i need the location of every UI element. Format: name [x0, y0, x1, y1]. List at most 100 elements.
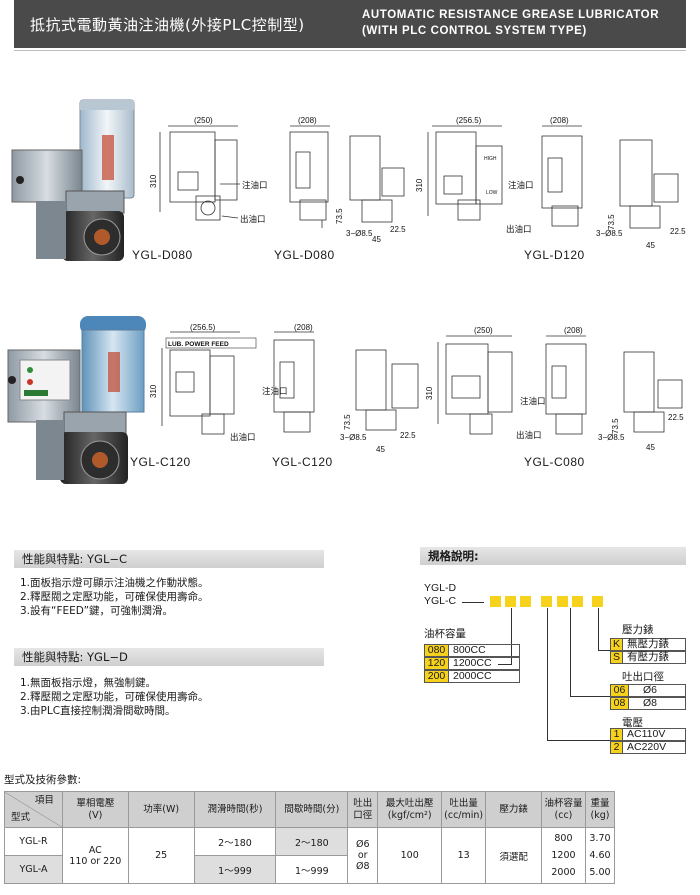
dim-22-5-c080: 22.5: [668, 413, 684, 422]
dim-73-5-c120: 73.5: [343, 414, 352, 430]
model-label-top-1: YGL-D080: [132, 248, 193, 262]
header-divider: [14, 50, 686, 51]
code-box-cup-3: [520, 596, 531, 607]
dim-outlet-hole-c080: 3−Ø8.5: [598, 433, 625, 442]
table-header-row: 項目型式 單相電壓(V) 功率(W) 潤滑時間(秒) 間歇時間(分) 吐出口徑 …: [4, 791, 616, 828]
spec-code-c: YGL-C: [424, 595, 457, 607]
dim-width-208-c080: (208): [564, 326, 583, 335]
dim-height-310-c120: 310: [150, 384, 158, 398]
model-label-top-3: YGL-D120: [524, 248, 585, 262]
spec-code-d: YGL-D: [424, 582, 457, 594]
spec-title: 規格說明:: [428, 549, 479, 563]
features-d-title: 性能與特點: YGL−D: [14, 648, 324, 666]
dim-45-c120: 45: [376, 445, 385, 454]
wire-voltage: [547, 608, 548, 740]
wire-outlet: [570, 608, 571, 696]
dim-45: 45: [372, 235, 381, 244]
model-label-bottom-3: YGL-C080: [524, 455, 585, 469]
header-discharge: 吐出量(cc/min): [441, 791, 487, 828]
features-d-item: 1.無面板指示燈，無強制鍵。: [20, 677, 157, 689]
header-lube-time: 潤滑時間(秒): [193, 791, 277, 828]
cell-interval-a: 1～999: [275, 855, 349, 884]
dim-width-256-5: (256.5): [456, 116, 482, 125]
title-chinese: 抵抗式電動黃油注油機(外接PLC控制型): [30, 16, 305, 34]
label-outlet: 出油口: [240, 214, 266, 224]
header-power: 功率(W): [127, 791, 195, 828]
model-label-top-2: YGL-D080: [274, 248, 335, 262]
cell-lube-r: 2～180: [193, 827, 277, 856]
header-item-model: 項目型式: [4, 791, 63, 828]
dim-width-208: (208): [298, 116, 317, 125]
product-photo-ygl-d: [11, 99, 135, 261]
dim-height-310-d120: 310: [415, 178, 424, 192]
header-interval: 間歇時間(分): [275, 791, 349, 828]
cell-max-pressure: 100: [377, 827, 443, 884]
dim-height-310-c080: 310: [425, 386, 434, 400]
features-d-item: 2.釋壓閥之定壓功能，可確保使用壽命。: [20, 691, 209, 703]
cell-lube-a: 1～999: [193, 855, 277, 884]
cup-legend-title: 油杯容量: [424, 628, 466, 640]
label-outlet-c080: 出油口: [516, 430, 542, 440]
dim-width-208-d120: (208): [550, 116, 569, 125]
features-c-list: 1.面板指示燈可顯示注油機之作動狀態。 2.釋壓閥之定壓功能，可確保使用壽命。 …: [20, 576, 209, 618]
header-gauge: 壓力錶: [485, 791, 542, 828]
dim-width-250: (250): [194, 116, 213, 125]
code-box-outlet-1: [557, 596, 568, 607]
header-outlet: 吐出口徑: [347, 791, 379, 828]
dim-73-5: 73.5: [335, 208, 344, 224]
spec-title-bar: [420, 547, 686, 565]
header-max-pressure: 最大吐出壓(kgf/cm²): [377, 791, 443, 828]
wire-outlet-h: [570, 696, 610, 697]
features-c-item: 2.釋壓閥之定壓功能，可確保使用壽命。: [20, 591, 209, 603]
wire-gauge-h: [598, 650, 610, 651]
table-title: 型式及技術參數:: [4, 774, 82, 786]
page-header: 抵抗式電動黃油注油機(外接PLC控制型) AUTOMATIC RESISTANC…: [14, 0, 686, 48]
technical-drawings-top: (250) 310 注油口 出油口 (208) 73.5 3−Ø8.5 22.5…: [150, 116, 686, 250]
header-weight: 重量(kg): [584, 791, 616, 828]
dim-22-5-c120: 22.5: [400, 431, 416, 440]
gauge-low: LOW: [486, 190, 498, 196]
cell-discharge: 13: [441, 827, 487, 884]
wire-gauge: [598, 608, 599, 650]
code-box-cup-2: [505, 596, 516, 607]
dim-22-5: 22.5: [390, 225, 406, 234]
gauge-high: HIGH: [484, 156, 497, 162]
label-inlet-c120: 注油口: [262, 386, 288, 396]
wire-voltage-h: [547, 740, 610, 741]
product-photo-ygl-c: [7, 316, 146, 484]
dim-width-250-c080: (250): [474, 326, 493, 335]
dim-height-310: 310: [150, 174, 158, 188]
table-row: YGL-A 1～999 1～999: [4, 855, 615, 884]
code-box-voltage: [541, 596, 552, 607]
label-outlet-c120: 出油口: [230, 432, 256, 442]
dim-45-d120: 45: [646, 241, 655, 250]
model-label-bottom-1: YGL-C120: [130, 455, 191, 469]
dim-outlet-hole-d120: 3−Ø8.5: [596, 229, 623, 238]
outlet-legend-title: 吐出口徑: [622, 671, 664, 683]
title-english-line2: (WITH PLC CONTROL SYSTEM TYPE): [362, 25, 587, 37]
label-inlet: 注油口: [242, 180, 268, 190]
features-d-item: 3.由PLC直接控制潤滑間歇時間。: [20, 705, 176, 717]
dim-width-256-5-c120: (256.5): [190, 323, 216, 332]
code-box-cup-1: [490, 596, 501, 607]
features-d-list: 1.無面板指示燈，無強制鍵。 2.釋壓閥之定壓功能，可確保使用壽命。 3.由PL…: [20, 676, 209, 718]
dim-73-5-d120: 73.5: [607, 214, 616, 230]
dim-22-5-d120: 22.5: [670, 227, 686, 236]
code-box-outlet-2: [572, 596, 583, 607]
dim-outlet-hole: 3−Ø8.5: [346, 229, 373, 238]
features-c-title: 性能與特點: YGL−C: [14, 550, 324, 568]
cell-gauge: 須選配: [485, 827, 542, 884]
code-box-gauge: [592, 596, 603, 607]
gauge-legend-title: 壓力錶: [622, 624, 654, 636]
